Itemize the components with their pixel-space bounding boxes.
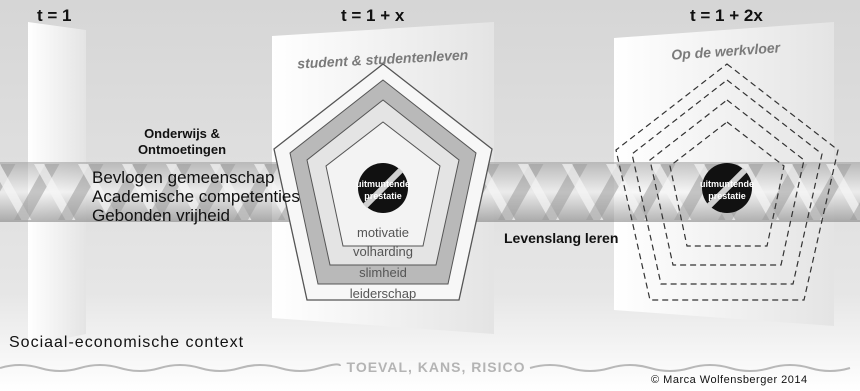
ribbon-strand-light (518, 164, 560, 220)
right-circle-stripe (706, 167, 748, 209)
left-heading: Onderwijs & Ontmoetingen (134, 126, 230, 158)
ribbon-strand-light (166, 164, 208, 220)
right-center-line1: uitmuntende (700, 179, 754, 189)
middle-center-line1: uitmuntende (356, 179, 410, 189)
left-item-3: Gebonden vrijheid (92, 206, 230, 225)
left-heading-line2: Ontmoetingen (137, 142, 227, 157)
ribbon-strand (850, 202, 860, 220)
time-label-t1: t = 1 (37, 6, 72, 25)
left-item-1: Bevlogen gemeenschap (92, 168, 275, 187)
dashed-pentagon-2 (631, 79, 823, 285)
ribbon-strand-light (606, 164, 648, 220)
layer-label-volharding: volharding (353, 244, 413, 259)
ribbon-strand-light (34, 164, 76, 220)
right-panel-title: Op de werkvloer (671, 39, 782, 63)
time-label-t12x: t = 1 + 2x (690, 6, 763, 25)
middle-circle-stripe (362, 167, 404, 209)
ribbon-strand-light (826, 164, 860, 220)
copyright-label: © Marca Wolfensberger 2014 (651, 374, 808, 386)
middle-pentagon-group (273, 63, 493, 301)
ribbon-strand-light (650, 164, 692, 220)
context-label: Sociaal-economische context (9, 334, 245, 351)
ribbon-strand-light (562, 164, 604, 220)
ribbon-strand-light (254, 164, 296, 220)
ribbon-strand-light (0, 164, 32, 220)
layer-label-slimheid: slimheid (359, 265, 407, 280)
dashed-pentagon-1 (615, 63, 839, 301)
time-label-t1x: t = 1 + x (341, 6, 405, 25)
dashed-pentagon-4 (669, 121, 785, 247)
ribbon-strand (0, 164, 16, 192)
layer-label-leiderschap: leiderschap (350, 286, 417, 301)
left-heading-line1: Onderwijs & (144, 126, 220, 141)
middle-center-line2: prestatie (364, 191, 402, 201)
ribbon-strand-light (210, 164, 252, 220)
wave-right (529, 364, 851, 372)
lifelong-learning-label: Levenslang leren (504, 230, 619, 246)
dashed-pentagon-3 (649, 99, 805, 266)
ribbon-strand-light (78, 164, 120, 220)
layer-label-motivatie: motivatie (357, 225, 409, 240)
right-pentagon-group (615, 63, 839, 301)
left-item-2: Academische competenties (92, 187, 300, 206)
ribbon-strand-light (782, 164, 824, 220)
left-item-list: Bevlogen gemeenschap Academische compete… (92, 168, 300, 225)
right-center-line2: prestatie (708, 191, 746, 201)
ribbon-strand-light (122, 164, 164, 220)
wave-left (0, 363, 341, 372)
chance-label: TOEVAL, KANS, RISICO (347, 359, 526, 375)
